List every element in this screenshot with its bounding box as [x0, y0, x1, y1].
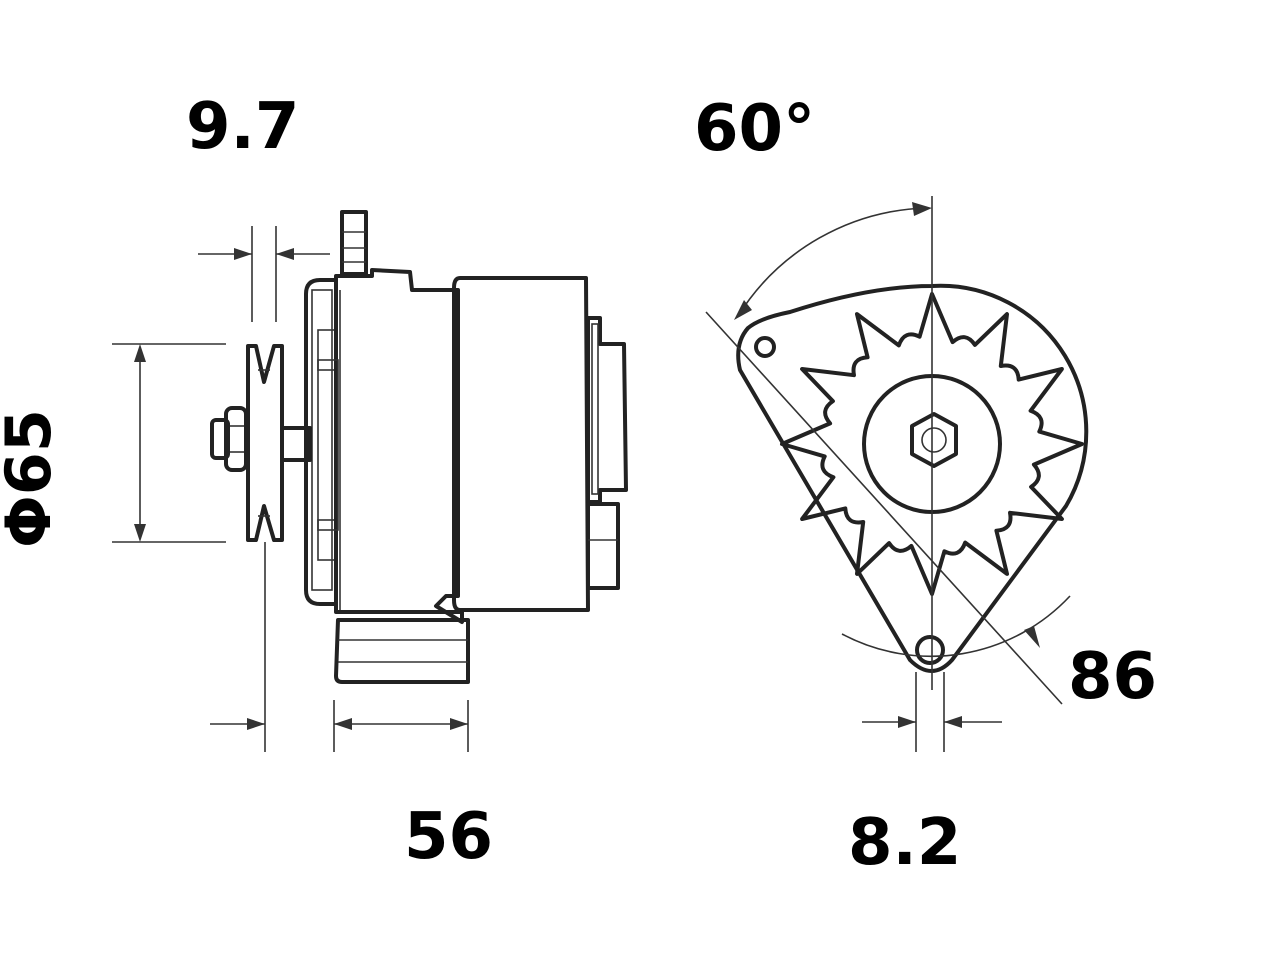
front-housing [317, 268, 464, 624]
hole-diameter-label: 8.2 [848, 806, 961, 880]
hole-dimension [862, 672, 1002, 752]
mounting-foot [334, 618, 470, 684]
pulley-width-label: 9.7 [186, 90, 299, 164]
shaft-end [921, 427, 947, 453]
pulley [246, 344, 284, 542]
radius-label: 86 [1068, 640, 1157, 714]
side-view [112, 210, 628, 752]
pulley-diameter-label: Φ65 [0, 409, 65, 548]
front-housing-outline [736, 283, 1089, 673]
mount-offset-label: 56 [404, 800, 493, 874]
shaft-nut [910, 412, 958, 468]
mount-offset-dimension [210, 542, 469, 752]
angle-dimension [734, 202, 932, 320]
terminal-block [340, 210, 368, 276]
front-view [705, 196, 1089, 752]
lower-lug-hole [915, 635, 945, 665]
rear-cover [586, 316, 628, 590]
stator-housing [452, 276, 590, 612]
radius-dimension [841, 595, 1071, 658]
pulley-nut [210, 406, 248, 472]
pulley-width-dimension [198, 226, 330, 322]
upper-lug-hole [754, 336, 776, 358]
lug-angle-label: 60° [694, 92, 815, 166]
lug-line [705, 311, 1063, 705]
diameter-dimension [112, 343, 226, 543]
